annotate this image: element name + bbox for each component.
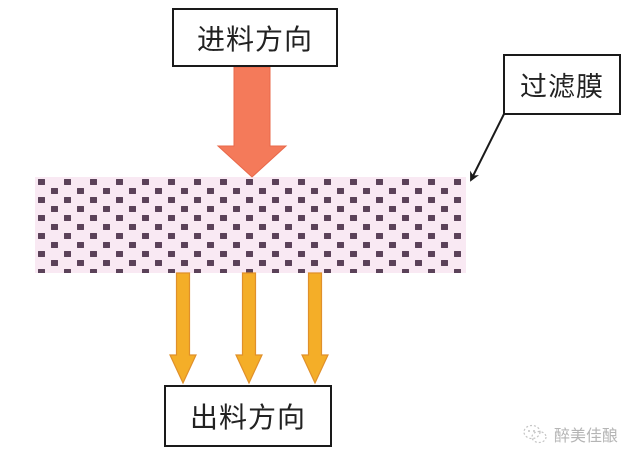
output-direction-text: 出料方向 xyxy=(189,401,306,434)
filter-membrane-text: 过滤膜 xyxy=(520,72,604,103)
feed-arrow xyxy=(216,66,288,178)
filter-membrane xyxy=(35,177,466,273)
filter-membrane-label: 过滤膜 xyxy=(503,54,621,115)
output-arrow-1 xyxy=(169,272,197,385)
output-arrows-group xyxy=(169,272,329,385)
membrane-pointer-line xyxy=(470,113,505,182)
output-arrow-3 xyxy=(301,272,329,385)
feed-direction-text: 进料方向 xyxy=(196,22,313,56)
output-direction-label: 出料方向 xyxy=(164,385,332,447)
watermark: 醉美佳酿 xyxy=(522,422,618,446)
feed-direction-label: 进料方向 xyxy=(172,8,338,67)
wechat-icon xyxy=(522,423,548,445)
watermark-text: 醉美佳酿 xyxy=(554,426,619,445)
output-arrow-2 xyxy=(235,272,263,385)
